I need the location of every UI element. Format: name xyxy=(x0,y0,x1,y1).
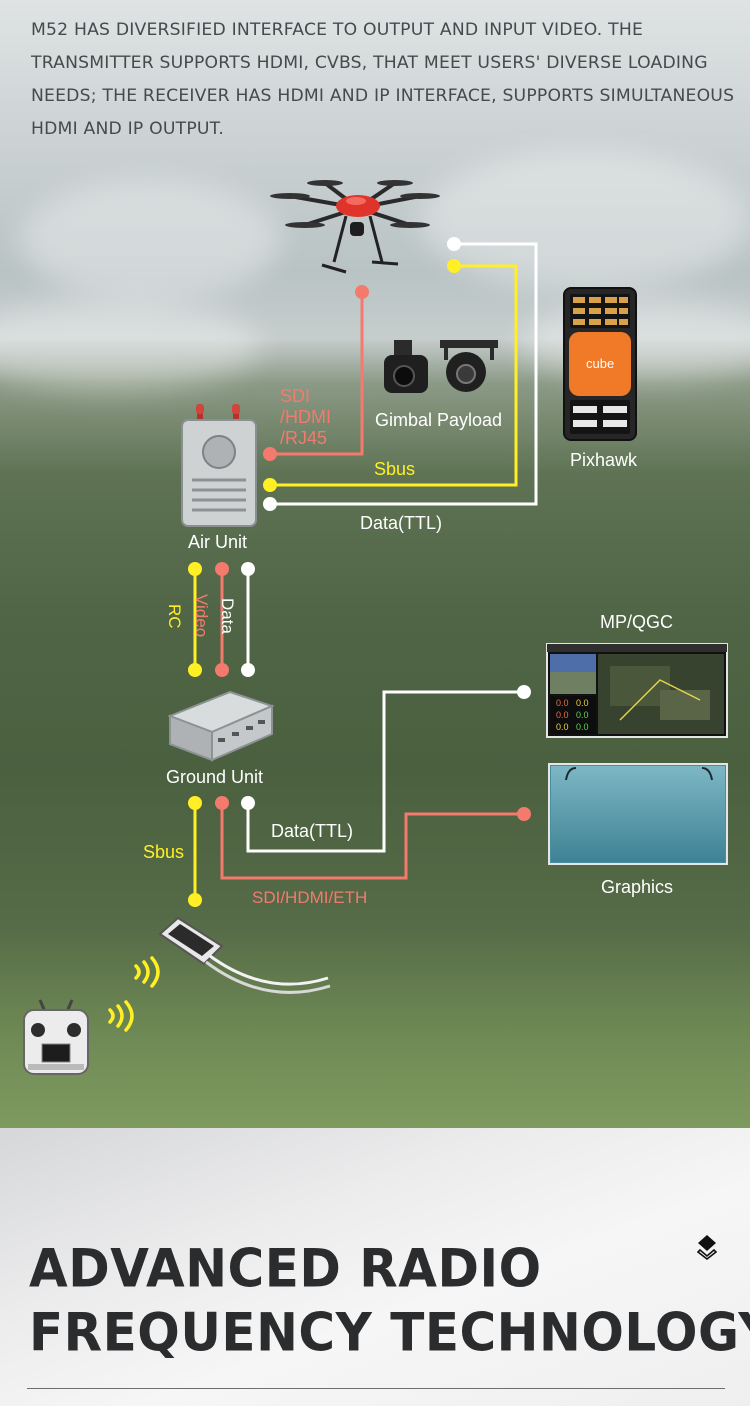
connector-dot xyxy=(188,893,202,907)
headline-line-2: FREQUENCY TECHNOLOGY xyxy=(29,1302,750,1363)
air-data-line xyxy=(270,242,538,506)
connector-dot xyxy=(188,796,202,810)
ground-unit-label: Ground Unit xyxy=(166,767,264,787)
connector-dot xyxy=(241,562,255,576)
connector-dot xyxy=(241,663,255,677)
connector-dot xyxy=(263,447,277,461)
rc-transmitter-icon xyxy=(23,999,89,1075)
headline-line-1: ADVANCED RADIO xyxy=(29,1238,542,1299)
ground-data-label: Data(TTL) xyxy=(271,821,354,841)
connector-dot xyxy=(517,807,531,821)
connector-dot xyxy=(263,497,277,511)
mp-qgc-label: MP/QGC xyxy=(600,612,674,632)
screen-value: 0.0 xyxy=(556,710,569,720)
connector-dot xyxy=(263,478,277,492)
connector-dot xyxy=(215,663,229,677)
air-unit-label: Air Unit xyxy=(188,532,248,552)
pixhawk-icon xyxy=(563,287,637,441)
ground-data-line xyxy=(246,690,524,853)
air-video-port-label: SDI /HDMI /RJ45 xyxy=(280,386,331,448)
connector-dot xyxy=(188,562,202,576)
connection-diagram: 0.0 0.0 0.0 0.0 0.0 0.0 xyxy=(23,180,728,1075)
air-sbus-line xyxy=(270,264,518,487)
connector-dot xyxy=(241,796,255,810)
ground-video-label: SDI/HDMI/ETH xyxy=(252,888,368,907)
ground-video-line xyxy=(220,803,524,880)
rc-link-label: RC xyxy=(165,604,184,629)
gimbal-camera-icon xyxy=(384,340,498,393)
air-video-line xyxy=(270,292,364,456)
connector-dot xyxy=(447,237,461,251)
connector-dot xyxy=(447,259,461,273)
diamond-logo-icon xyxy=(697,1235,717,1260)
graphics-screen xyxy=(548,763,728,865)
mp-qgc-screen xyxy=(546,643,728,738)
rc-receiver-icon xyxy=(158,916,331,994)
connector-dot xyxy=(355,285,369,299)
cloud xyxy=(0,300,260,390)
wireless-signal-icon xyxy=(134,956,160,988)
screen-value: 0.0 xyxy=(576,710,589,720)
intro-paragraph: M52 HAS DIVERSIFIED INTERFACE TO OUTPUT … xyxy=(31,20,735,139)
connector-dot xyxy=(188,663,202,677)
connector-dot xyxy=(215,796,229,810)
pixhawk-brand-label: cube xyxy=(586,356,615,371)
connector-dot xyxy=(215,562,229,576)
drone-icon xyxy=(270,180,440,274)
connector-dot xyxy=(517,685,531,699)
diagram-background xyxy=(0,0,750,1128)
ground-sbus-label: Sbus xyxy=(143,842,185,862)
air-unit-icon xyxy=(181,404,257,527)
wireless-signal-icon xyxy=(108,1000,134,1032)
gimbal-payload-label: Gimbal Payload xyxy=(375,410,503,430)
graphics-label: Graphics xyxy=(601,877,674,897)
air-data-label: Data(TTL) xyxy=(360,513,443,533)
pixhawk-label: Pixhawk xyxy=(570,450,638,470)
screen-value: 0.0 xyxy=(556,698,569,708)
ground-unit-icon xyxy=(167,690,275,762)
cloud xyxy=(20,180,280,300)
headline-section xyxy=(0,1128,750,1406)
screen-value: 0.0 xyxy=(576,722,589,732)
divider xyxy=(27,1388,725,1389)
screen-value: 0.0 xyxy=(576,698,589,708)
air-sbus-label: Sbus xyxy=(374,459,416,479)
data-link-label: Data xyxy=(218,598,237,634)
screen-value: 0.0 xyxy=(556,722,569,732)
video-link-label: Video xyxy=(192,594,211,638)
